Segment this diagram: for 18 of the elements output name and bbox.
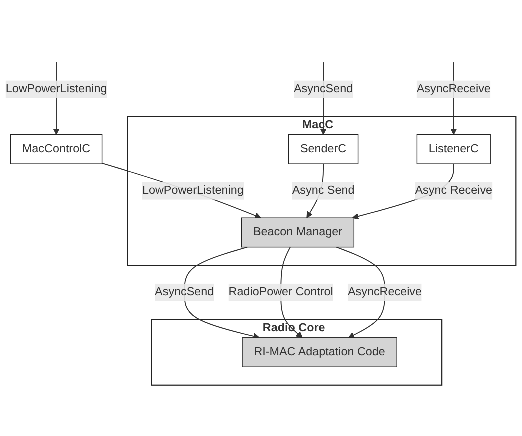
edge-label: LowPowerListening xyxy=(6,82,108,96)
edge-label: AsyncReceive xyxy=(348,286,422,298)
node-box xyxy=(288,134,359,164)
arrow xyxy=(184,246,260,340)
edge-label: AsyncSend xyxy=(294,82,354,96)
edge-label: RadioPower Control xyxy=(228,286,334,298)
cluster xyxy=(151,318,443,386)
edge-label: LowPowerListening xyxy=(142,184,244,197)
edge-label: AsyncSend xyxy=(155,286,214,298)
edge-label: AsyncReceive xyxy=(416,82,491,96)
node-box xyxy=(241,218,355,248)
edge-label: Async Receive xyxy=(415,184,493,197)
arrow xyxy=(102,162,262,219)
cluster xyxy=(127,116,517,266)
node-box xyxy=(416,134,491,164)
node-box xyxy=(242,337,398,368)
node-box xyxy=(10,134,103,164)
edge-label: Async Send xyxy=(292,184,355,197)
